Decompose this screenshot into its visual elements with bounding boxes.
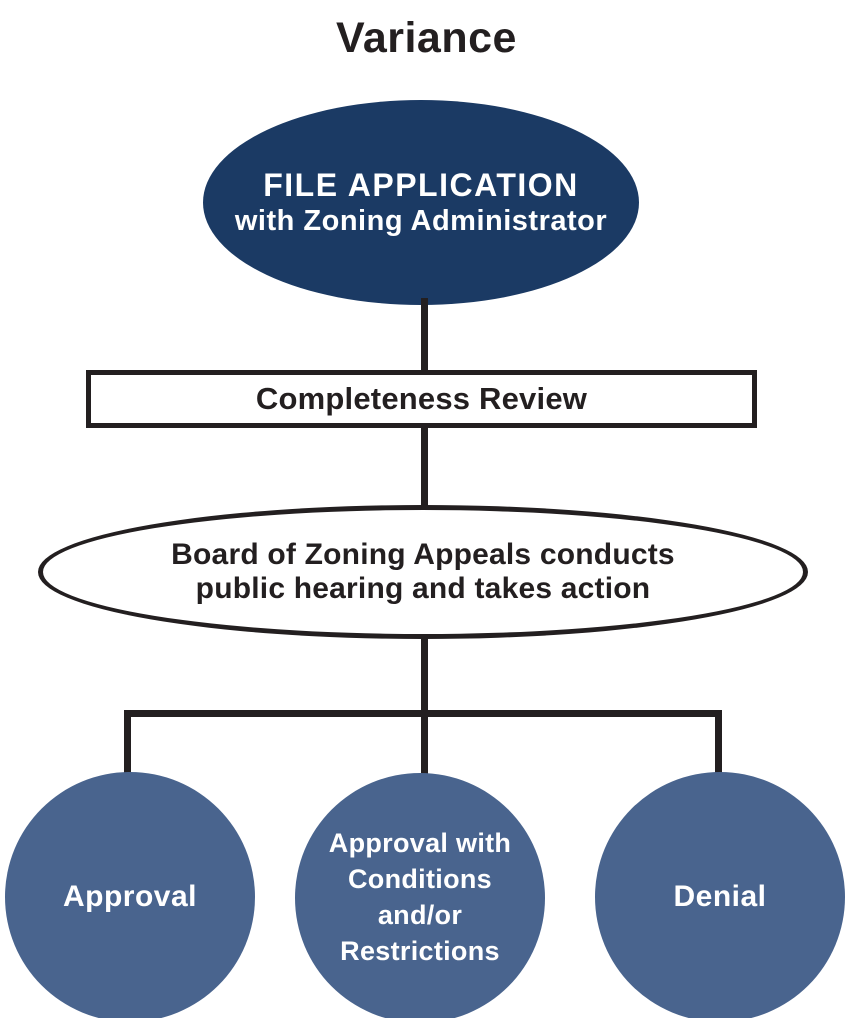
node-outcome-denial: Denial: [595, 772, 845, 1018]
denial-label: Denial: [673, 880, 767, 913]
conditions-line1: Approval with: [328, 828, 512, 859]
conditions-line2: Conditions: [348, 864, 492, 895]
connector-branch-to-conditions: [421, 710, 428, 777]
completeness-review-label: Completeness Review: [255, 381, 588, 416]
node-outcome-approval: Approval: [5, 772, 255, 1018]
conditions-line3: and/or: [377, 900, 463, 930]
node-file-application: FILE APPLICATION with Zoning Administrat…: [203, 100, 639, 305]
connector-branch-to-approval: [124, 710, 131, 775]
connector-review-to-board: [421, 426, 428, 509]
approval-label: Approval: [62, 880, 198, 913]
connector-application-to-review: [421, 298, 428, 375]
node-outcome-approval-with-conditions: Approval with Conditions and/or Restrict…: [295, 773, 545, 1018]
board-hearing-line1: Board of Zoning Appeals conducts: [171, 537, 675, 571]
file-application-line1: FILE APPLICATION: [263, 166, 579, 203]
node-board-hearing: Board of Zoning Appeals conducts public …: [38, 505, 808, 639]
conditions-line4: Restrictions: [340, 935, 500, 966]
connector-branch-to-denial: [715, 710, 722, 775]
node-completeness-review: Completeness Review: [86, 370, 757, 428]
page-title: Variance: [336, 14, 517, 62]
board-hearing-line2: public hearing and takes action: [195, 572, 651, 605]
file-application-line2: with Zoning Administrator: [234, 204, 608, 237]
connector-board-to-branch: [421, 636, 428, 717]
